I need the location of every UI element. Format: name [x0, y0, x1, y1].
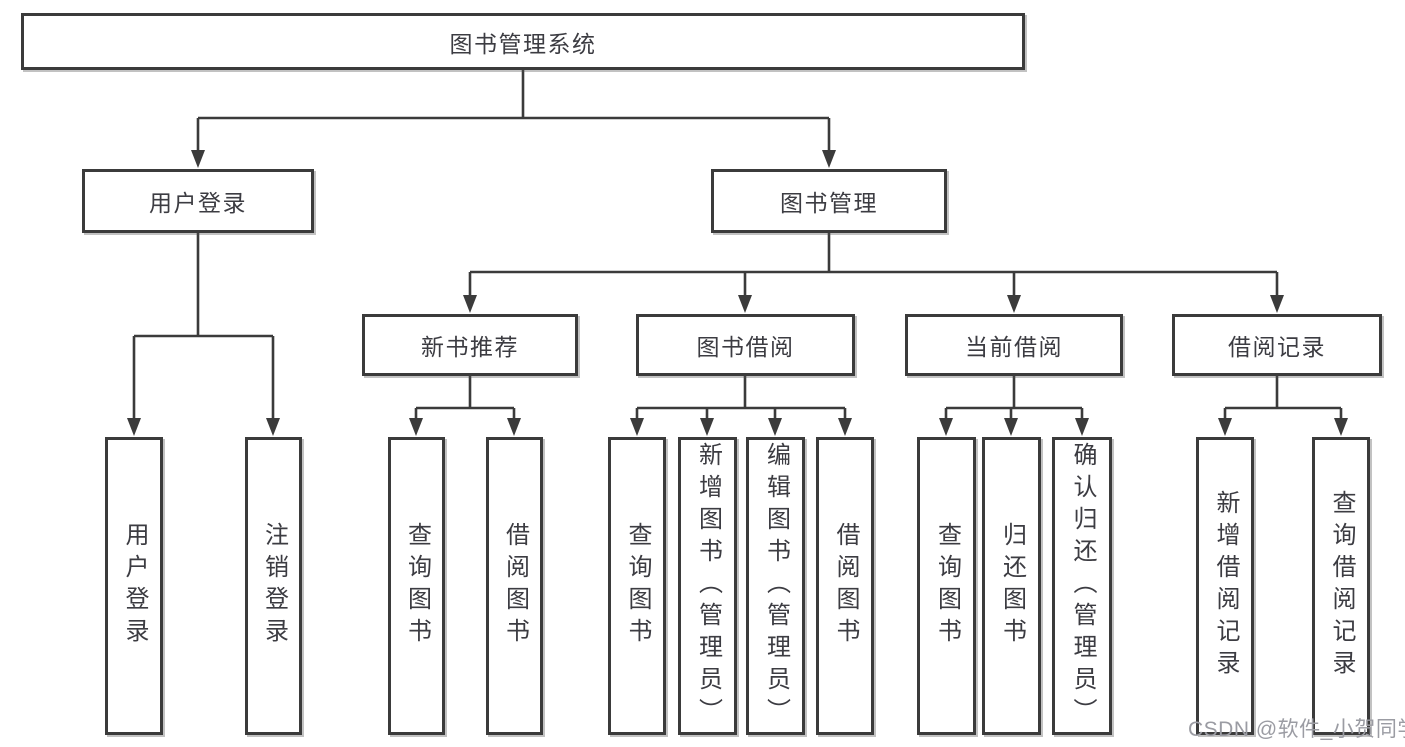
- leaf-query-books-borrowing: 查询图书: [608, 437, 666, 735]
- leaf-query-borrow-record: 查询借阅记录: [1312, 437, 1370, 735]
- node-new-book-recommend-label: 新书推荐: [421, 334, 519, 360]
- leaf-add-borrow-record-label: 新增借阅记录: [1212, 490, 1239, 682]
- leaf-edit-book-admin: 编辑图书（管理员）: [746, 437, 805, 735]
- leaf-user-login: 用户登录: [105, 437, 163, 735]
- leaf-query-books-recommend-label: 查询图书: [403, 522, 431, 650]
- leaf-borrow-books-borrowing: 借阅图书: [816, 437, 874, 735]
- node-borrowing-records: 借阅记录: [1172, 314, 1382, 376]
- leaf-confirm-return-admin-label: 确认归还（管理员）: [1069, 442, 1096, 730]
- node-book-management: 图书管理: [711, 169, 947, 233]
- leaf-return-book-label: 归还图书: [998, 522, 1026, 650]
- leaf-query-books-borrowing-label: 查询图书: [624, 522, 651, 650]
- leaf-user-login-label: 用户登录: [121, 522, 148, 650]
- node-book-borrowing-label: 图书借阅: [696, 334, 795, 360]
- leaf-return-book: 归还图书: [982, 437, 1041, 735]
- arrowheads: [127, 150, 1348, 436]
- leaf-add-book-admin-label: 新增图书（管理员）: [694, 442, 722, 730]
- leaf-add-borrow-record: 新增借阅记录: [1196, 437, 1254, 735]
- leaf-confirm-return-admin: 确认归还（管理员）: [1052, 437, 1112, 735]
- connector-lines: [132, 70, 1343, 419]
- leaf-borrow-books-recommend: 借阅图书: [486, 437, 543, 735]
- leaf-logout-label: 注销登录: [260, 522, 288, 650]
- leaf-borrow-books-borrowing-label: 借阅图书: [832, 522, 859, 650]
- leaf-query-books-recommend: 查询图书: [388, 437, 445, 735]
- leaf-add-book-admin: 新增图书（管理员）: [678, 437, 737, 735]
- node-borrowing-records-label: 借阅记录: [1228, 334, 1326, 360]
- node-book-borrowing: 图书借阅: [636, 314, 855, 376]
- node-user-login-label: 用户登录: [149, 190, 247, 216]
- leaf-query-borrow-record-label: 查询借阅记录: [1328, 490, 1355, 682]
- leaf-borrow-books-recommend-label: 借阅图书: [501, 522, 529, 650]
- leaf-query-books-current-label: 查询图书: [933, 522, 961, 650]
- node-book-management-label: 图书管理: [780, 190, 878, 216]
- leaf-logout: 注销登录: [245, 437, 302, 735]
- leaf-query-books-current: 查询图书: [917, 437, 976, 735]
- node-new-book-recommend: 新书推荐: [362, 314, 578, 376]
- node-current-borrowing-label: 当前借阅: [965, 334, 1063, 360]
- node-root-label: 图书管理系统: [449, 30, 597, 57]
- csdn-watermark: CSDN @软件_小贺同学: [1188, 718, 1405, 741]
- node-current-borrowing: 当前借阅: [905, 314, 1123, 376]
- node-root-library-system: 图书管理系统: [21, 13, 1025, 70]
- leaf-edit-book-admin-label: 编辑图书（管理员）: [762, 442, 790, 730]
- node-user-login: 用户登录: [82, 169, 314, 233]
